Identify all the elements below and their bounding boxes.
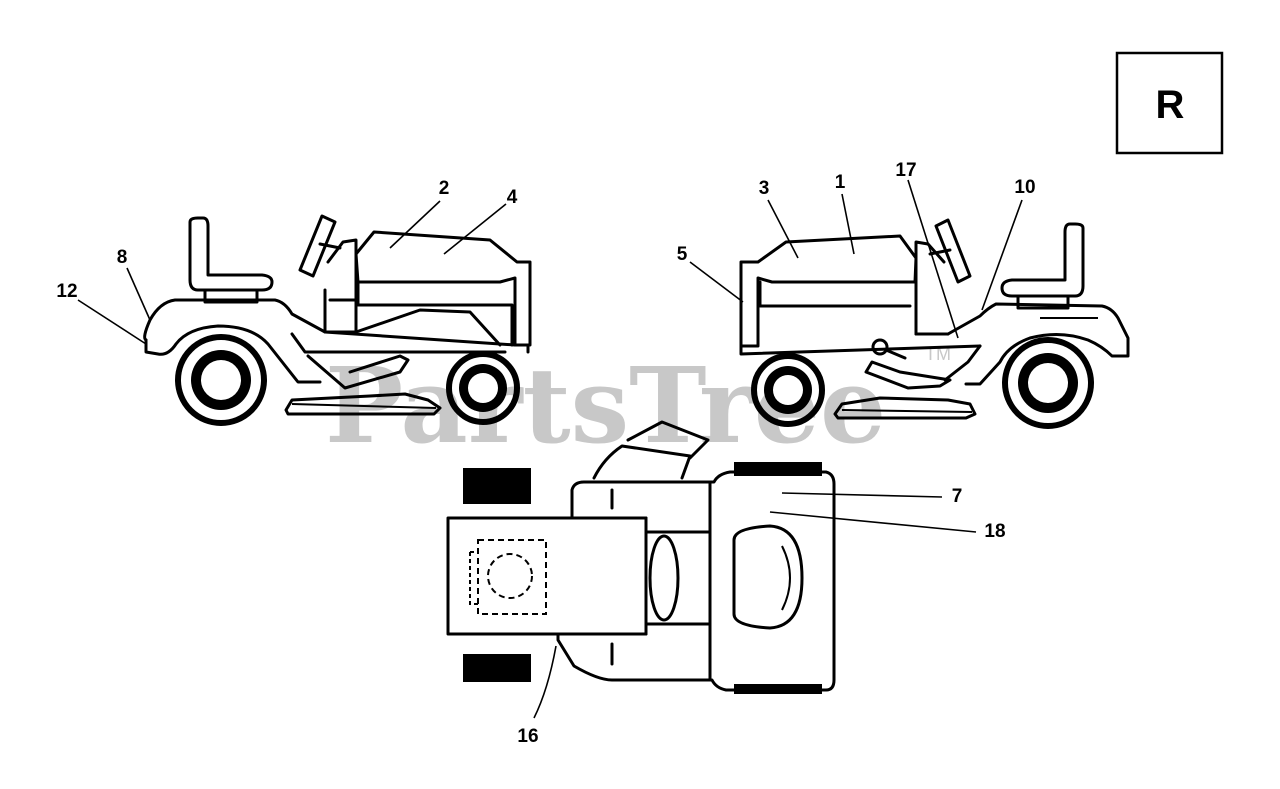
callout-3: 3 bbox=[759, 178, 770, 199]
callout-2: 2 bbox=[439, 178, 450, 199]
callout-10: 10 bbox=[1014, 177, 1035, 198]
tractor-left-side-view bbox=[143, 214, 532, 426]
callout-16: 16 bbox=[517, 726, 538, 747]
callout-4: 4 bbox=[507, 187, 518, 208]
callouts: 2 4 8 12 3 1 5 17 10 7 18 16 bbox=[56, 160, 1035, 747]
sheet-letter-box: R bbox=[1115, 51, 1224, 155]
callout-1: 1 bbox=[835, 172, 846, 193]
sheet-letter: R bbox=[1156, 83, 1185, 127]
callout-8: 8 bbox=[117, 247, 128, 268]
tractor-right-side-view bbox=[739, 218, 1130, 429]
callout-18: 18 bbox=[984, 521, 1005, 542]
callout-12: 12 bbox=[56, 281, 77, 302]
callout-7: 7 bbox=[952, 486, 963, 507]
tractor-top-view bbox=[446, 420, 836, 694]
callout-5: 5 bbox=[677, 244, 688, 265]
callout-17: 17 bbox=[895, 160, 916, 181]
